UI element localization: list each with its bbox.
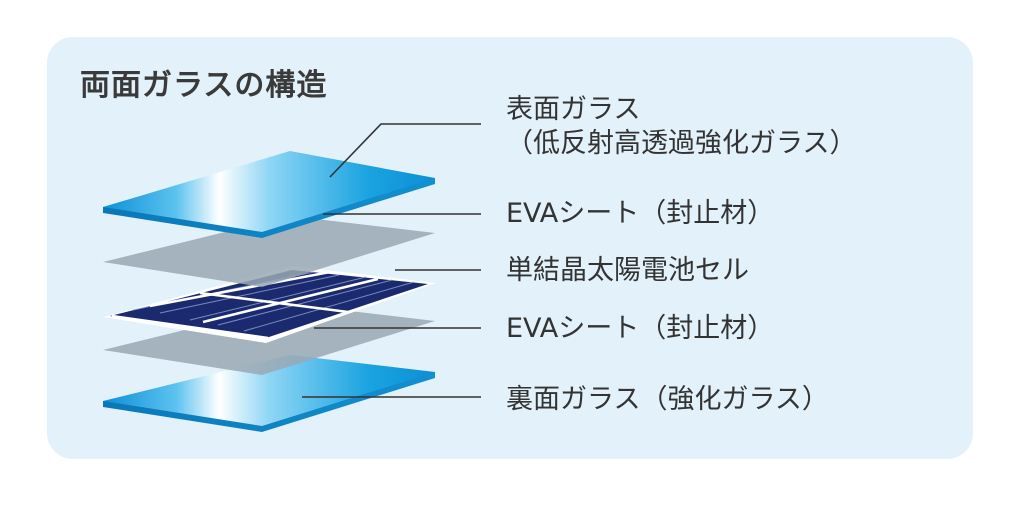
front-glass-label-line2: （低反射高透過強化ガラス） (506, 128, 857, 159)
solar-cell-layer (103, 266, 436, 343)
eva-top-label: EVAシート（封止材） (506, 198, 775, 229)
front-glass-layer (103, 151, 435, 238)
leader-lines (302, 123, 481, 398)
back-glass-label: 裏面ガラス（強化ガラス） (506, 384, 829, 415)
back-glass-layer (103, 355, 435, 432)
front-glass-label-line1: 表面ガラス (506, 94, 641, 125)
diagram-title: 両面ガラスの構造 (80, 68, 328, 103)
eva-top-layer (103, 216, 435, 287)
solar-cell-label: 単結晶太陽電池セル (506, 255, 749, 286)
eva-bottom-label: EVAシート（封止材） (506, 313, 775, 344)
front-glass-label: 表面ガラス （低反射高透過強化ガラス） (506, 93, 856, 161)
